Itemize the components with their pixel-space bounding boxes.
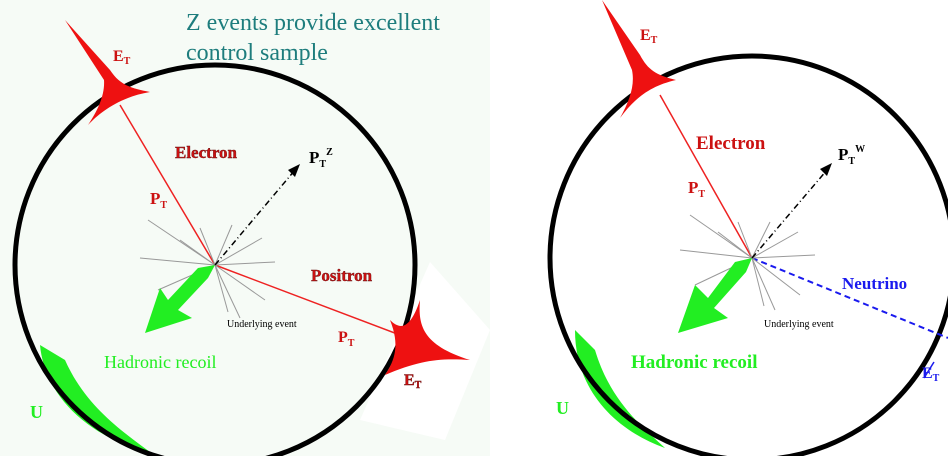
hadronic-recoil-arrow (678, 258, 752, 333)
electron-track (659, 94, 753, 259)
electron-energy-deposit (602, 0, 676, 118)
caption-line-1: Z events provide excellent (186, 10, 440, 36)
electron-label: Electron (175, 143, 238, 162)
electron-et-label: ET (640, 27, 658, 46)
positron-et-label: ET (404, 372, 422, 391)
positron-track (214, 264, 401, 336)
electron-pt-label: PT (150, 189, 167, 211)
hadronic-recoil-label: Hadronic recoil (104, 352, 216, 372)
u-label: U (556, 398, 569, 418)
u-label: U (30, 402, 43, 422)
z-event-diagram: ET Electron PTZ PT Positron Underlying e… (12, 8, 486, 456)
underlying-event-label: Underlying event (227, 319, 297, 330)
u-crescent (575, 330, 665, 448)
hadronic-recoil-arrow (145, 265, 215, 333)
u-crescent (40, 345, 150, 452)
w-event-svg: ET Electron PTW PT Neutrino Underlying e… (547, 0, 948, 456)
electron-label: Electron (696, 133, 766, 154)
z-event-svg: ET Electron PTZ PT Positron Underlying e… (12, 20, 470, 456)
hadronic-recoil-label: Hadronic recoil (631, 352, 757, 373)
positron-label: Positron (311, 266, 373, 285)
detector-circle (12, 62, 418, 456)
positron-pt-label: PT (338, 329, 355, 349)
pt-z-arrowhead (288, 164, 300, 177)
caption-line-2: control sample (186, 40, 328, 66)
caption: Z events provide excellent control sampl… (186, 8, 486, 68)
electron-pt-label: PT (688, 178, 705, 200)
underlying-event-lines (679, 214, 816, 311)
w-event-diagram: ET Electron PTW PT Neutrino Underlying e… (490, 0, 948, 456)
pt-z-label: PTZ (309, 147, 333, 170)
neutrino-line (751, 257, 948, 339)
pt-w-label: PTW (838, 144, 865, 167)
pt-z-arrow-line (214, 169, 296, 266)
pt-w-arrow-line (751, 169, 828, 259)
positron-energy-deposit (385, 300, 470, 375)
pt-w-arrowhead (820, 163, 832, 176)
missing-et-slash (923, 361, 935, 379)
electron-energy-deposit (65, 20, 150, 125)
underlying-event-lines (139, 219, 276, 319)
neutrino-label: Neutrino (842, 274, 907, 293)
electron-et-label: ET (113, 48, 131, 67)
underlying-event-label: Underlying event (764, 319, 834, 330)
detector-circle (547, 53, 948, 456)
electron-track (119, 104, 216, 266)
